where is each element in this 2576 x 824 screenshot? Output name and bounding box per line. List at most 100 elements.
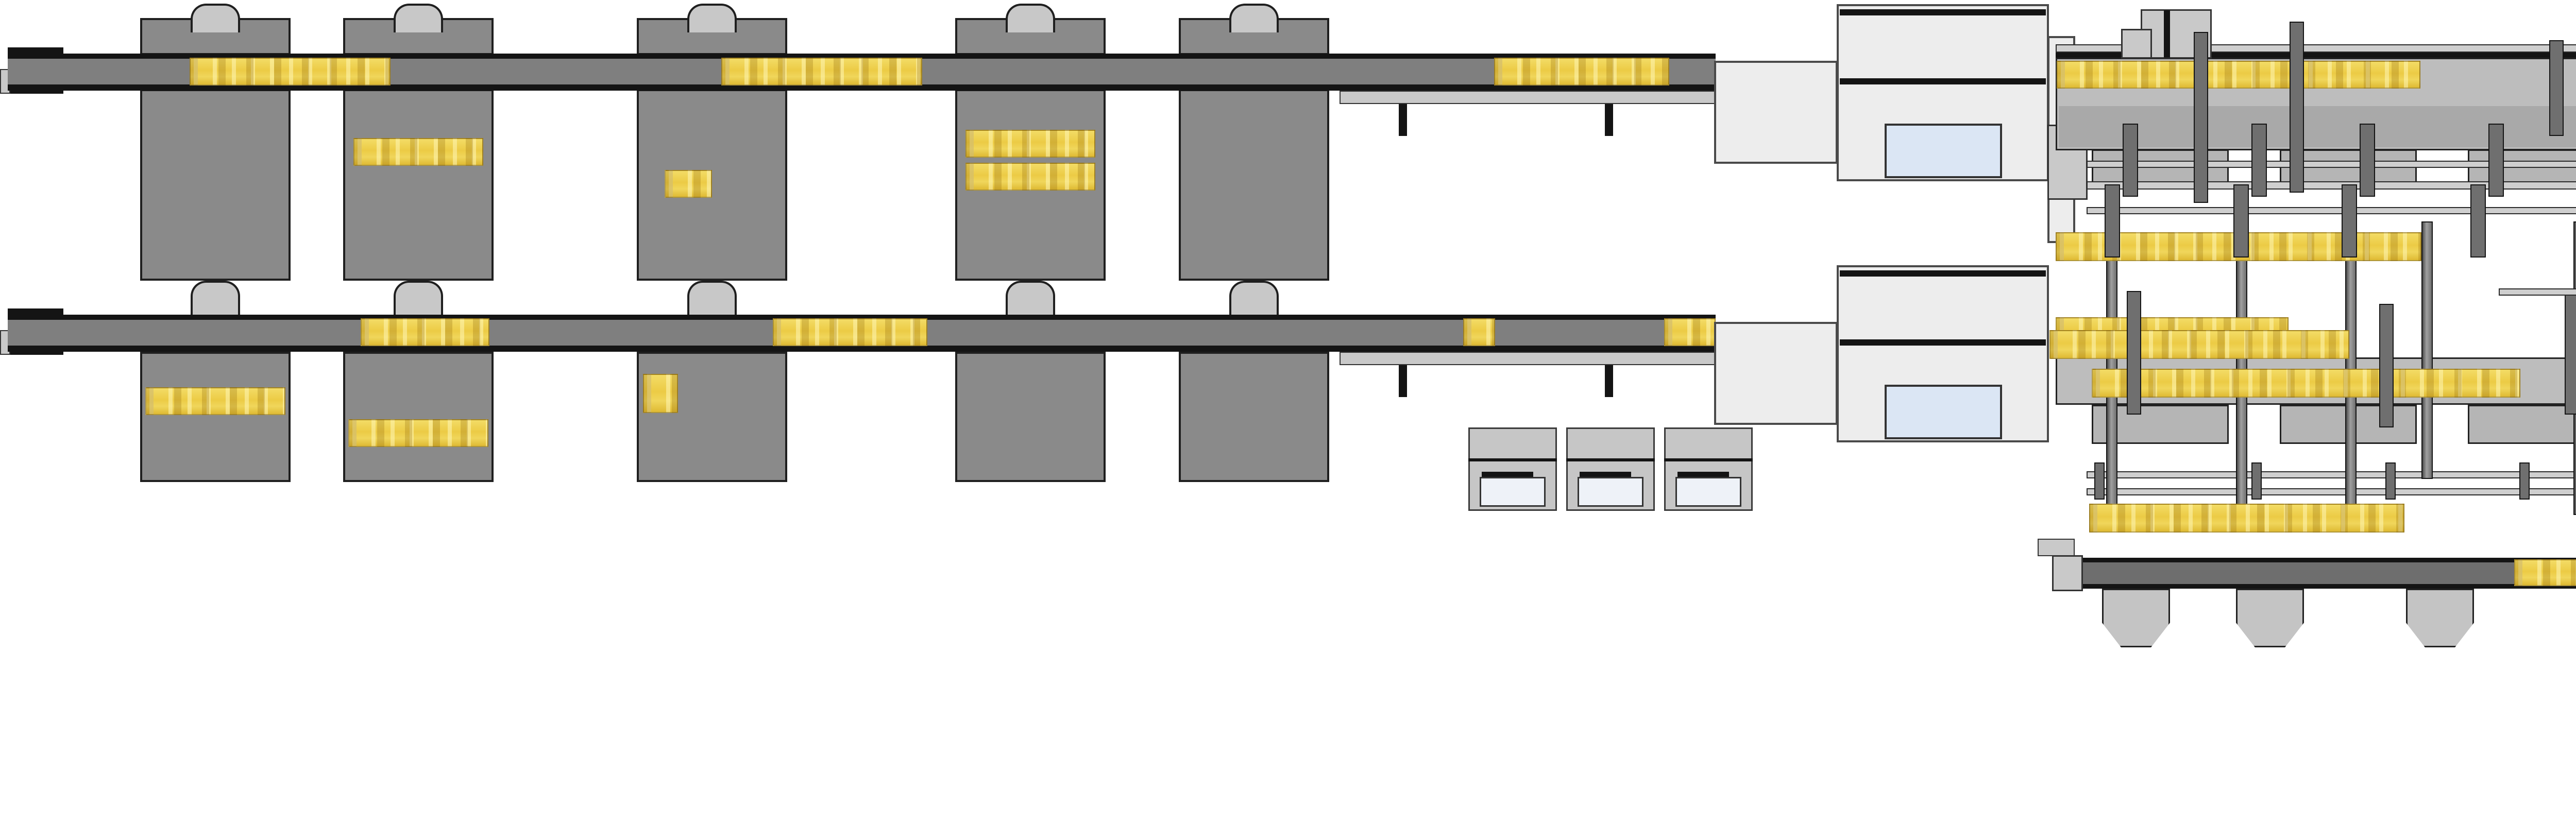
board-rail1-b — [721, 58, 922, 85]
deck4-tab-mid — [1006, 281, 1055, 317]
board-line2-out-b — [2092, 369, 2520, 398]
machine2-infeed — [1714, 322, 1838, 425]
support-rail1 — [1340, 91, 1716, 104]
conveyor-bottom-edge — [2083, 584, 2576, 589]
cabinet-3-panel — [1675, 477, 1741, 507]
sorter-chain-3 — [2345, 221, 2357, 515]
board-deck4-mid-a — [965, 130, 1095, 158]
support-rail1-leg-b — [1605, 104, 1613, 136]
deck3-mid — [637, 89, 787, 281]
sorter-chain-4 — [2421, 221, 2433, 479]
sorter-hangpost-3b — [2342, 184, 2357, 258]
deck2-tab-mid — [394, 281, 443, 317]
sorter-lowrail-2 — [2087, 488, 2576, 495]
sorter-lowpost-3 — [2385, 462, 2396, 500]
deck1-low — [140, 352, 291, 482]
cabinet-3-divider — [1664, 458, 1753, 461]
sorter-hangpost-2a — [2251, 124, 2267, 197]
board-rail1-a — [190, 58, 391, 85]
machine2-top-stripe — [1840, 270, 2046, 277]
support-rail1-leg-a — [1399, 104, 1407, 136]
sorter-lowpost-4 — [2519, 462, 2530, 500]
sorter-postB-3 — [2565, 291, 2576, 415]
board-rail2-c — [1463, 318, 1495, 346]
conveyor-foot-2 — [2236, 589, 2304, 647]
sorter-bracket-step — [2121, 29, 2152, 59]
support-rail2-leg-b — [1605, 365, 1613, 397]
sorter-hangpost-4a — [2488, 124, 2504, 197]
sorter-chain-2 — [2236, 221, 2247, 515]
cabinet-1-divider — [1468, 458, 1557, 461]
cabinet-2-bar — [1580, 472, 1631, 477]
board-rail2-a — [361, 318, 489, 346]
sorter-postB-2 — [2379, 304, 2394, 427]
conveyor-foot-3 — [2406, 589, 2474, 647]
machine1-top-stripe — [1840, 9, 2046, 15]
deck5-mid — [1179, 89, 1329, 281]
board-deck4-mid-b — [965, 163, 1095, 191]
cabinet-2-panel — [1578, 477, 1643, 507]
sorter-hangpost-1b — [2105, 184, 2120, 258]
deck5-tab-top — [1229, 4, 1279, 32]
machine2-window — [1885, 385, 2002, 439]
board-deck2-mid — [353, 138, 483, 166]
sorter-hangpost-4b — [2470, 184, 2486, 258]
rail1-bottom-edge — [8, 84, 1716, 91]
deck4-low — [955, 352, 1106, 482]
sorter-postA-2 — [2290, 22, 2304, 193]
cabinet-1-bar — [1482, 472, 1533, 477]
rail2-bottom-edge — [8, 346, 1716, 352]
deck3-tab-top — [687, 4, 737, 32]
board-sorter-line1 — [2057, 61, 2420, 89]
sorter-hangpost-1a — [2123, 124, 2138, 197]
conveyor-top-edge — [2083, 558, 2576, 562]
machine1-divider — [1840, 78, 2046, 84]
conveyor-foot-1 — [2102, 589, 2170, 647]
sorter-lowpost-2 — [2251, 462, 2262, 500]
sorter-bracket-divider — [2164, 10, 2170, 58]
deck1-mid — [140, 89, 291, 281]
board-rail2-d — [1664, 318, 1716, 346]
machine2-divider — [1840, 339, 2046, 346]
board-deck3-mid-small — [665, 170, 712, 198]
rail2-top-edge — [8, 315, 1716, 320]
deck3-low — [637, 352, 787, 482]
deck2-mid — [343, 89, 494, 281]
conveyor-end-block — [2052, 555, 2083, 591]
conveyor-body — [2083, 562, 2576, 584]
board-deck3-low-small — [643, 374, 678, 413]
sorter-hangpost-2b — [2233, 184, 2249, 258]
deck1-tab-mid — [191, 281, 240, 317]
cabinet-1-panel — [1480, 477, 1546, 507]
deck2-low — [343, 352, 494, 482]
sorter-bandB-ublock-3 — [2468, 405, 2576, 444]
board-rail2-b — [773, 318, 927, 346]
sorter-bandA-topline — [2056, 53, 2576, 58]
sorter-bandA-ublock-3 — [2468, 149, 2576, 187]
sorter-postA-3 — [2549, 40, 2564, 136]
support-rail2 — [1340, 352, 1716, 365]
sorter-hangpost-3a — [2360, 124, 2375, 197]
sorter-rframe-tie — [2499, 288, 2576, 296]
sorter-lowpost-1 — [2094, 462, 2105, 500]
deck5-low — [1179, 352, 1329, 482]
board-deck1-low — [145, 387, 285, 415]
sorter-chain-1 — [2106, 221, 2117, 515]
conveyor-left-tab — [2038, 539, 2075, 556]
machine1-window — [1885, 124, 2002, 178]
cabinet-3-bar — [1677, 472, 1729, 477]
cabinet-2-divider — [1566, 458, 1655, 461]
sorter-postA-1 — [2194, 32, 2208, 203]
machine1-infeed — [1714, 61, 1838, 164]
board-conveyor — [2514, 559, 2576, 586]
board-deck2-low — [348, 419, 488, 447]
deck4-tab-top — [1006, 4, 1055, 32]
board-sorter-bottom — [2089, 504, 2404, 533]
deck2-tab-top — [394, 4, 443, 32]
support-rail2-leg-a — [1399, 365, 1407, 397]
deck5-tab-mid — [1229, 281, 1279, 317]
deck3-tab-mid — [687, 281, 737, 317]
board-rail1-c — [1494, 58, 1669, 85]
sorter-midrail-3 — [2087, 207, 2576, 214]
